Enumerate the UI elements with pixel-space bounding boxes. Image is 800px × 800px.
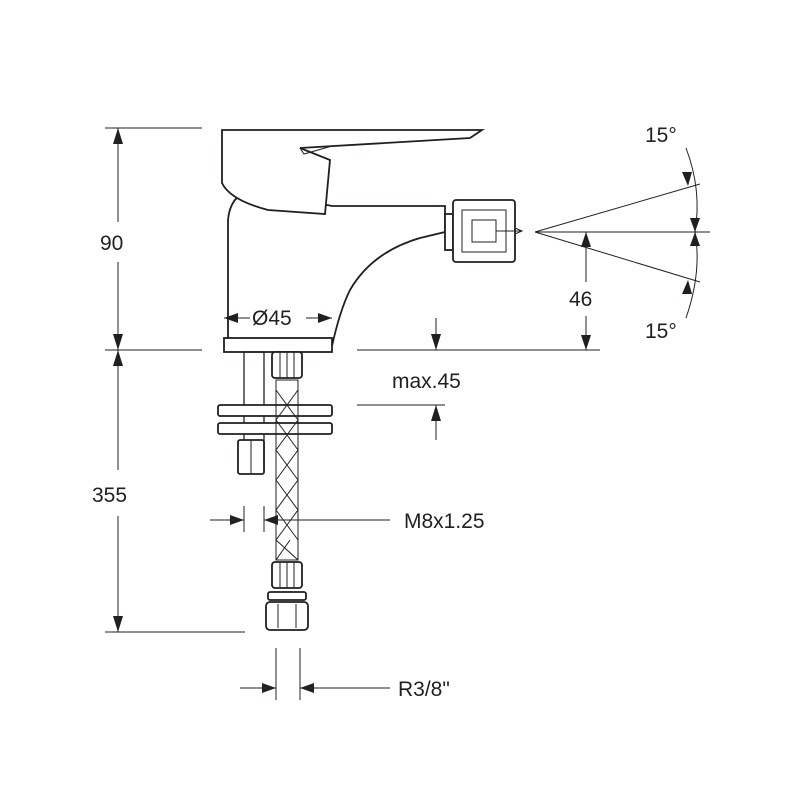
mounting-hardware [217, 351, 333, 631]
lever-edge [324, 159, 331, 215]
dim-label-hose-connection: R3/8" [398, 678, 450, 701]
dim-label-stud-thread: M8x1.25 [404, 510, 485, 533]
spray-nozzle [444, 199, 524, 263]
dimension-lines [105, 127, 600, 700]
spray-angle [534, 147, 710, 319]
dim-label-angle-down: 15° [645, 320, 677, 343]
body-outline [227, 189, 446, 347]
mounting-washer-top [217, 404, 333, 417]
lever-underside [299, 145, 333, 155]
flexible-hose [265, 351, 309, 631]
base-plate [223, 337, 333, 353]
dim-label-base-diameter: Ø45 [252, 307, 292, 330]
dim-label-hose-length: 355 [92, 484, 127, 507]
dim-label-spout-height: 46 [569, 288, 592, 311]
lever-handle [221, 129, 485, 215]
mounting-washer-bottom [217, 422, 333, 435]
dim-label-body-height: 90 [100, 232, 123, 255]
dim-label-angle-up: 15° [645, 124, 677, 147]
dim-label-max-thickness: max.45 [392, 370, 461, 393]
